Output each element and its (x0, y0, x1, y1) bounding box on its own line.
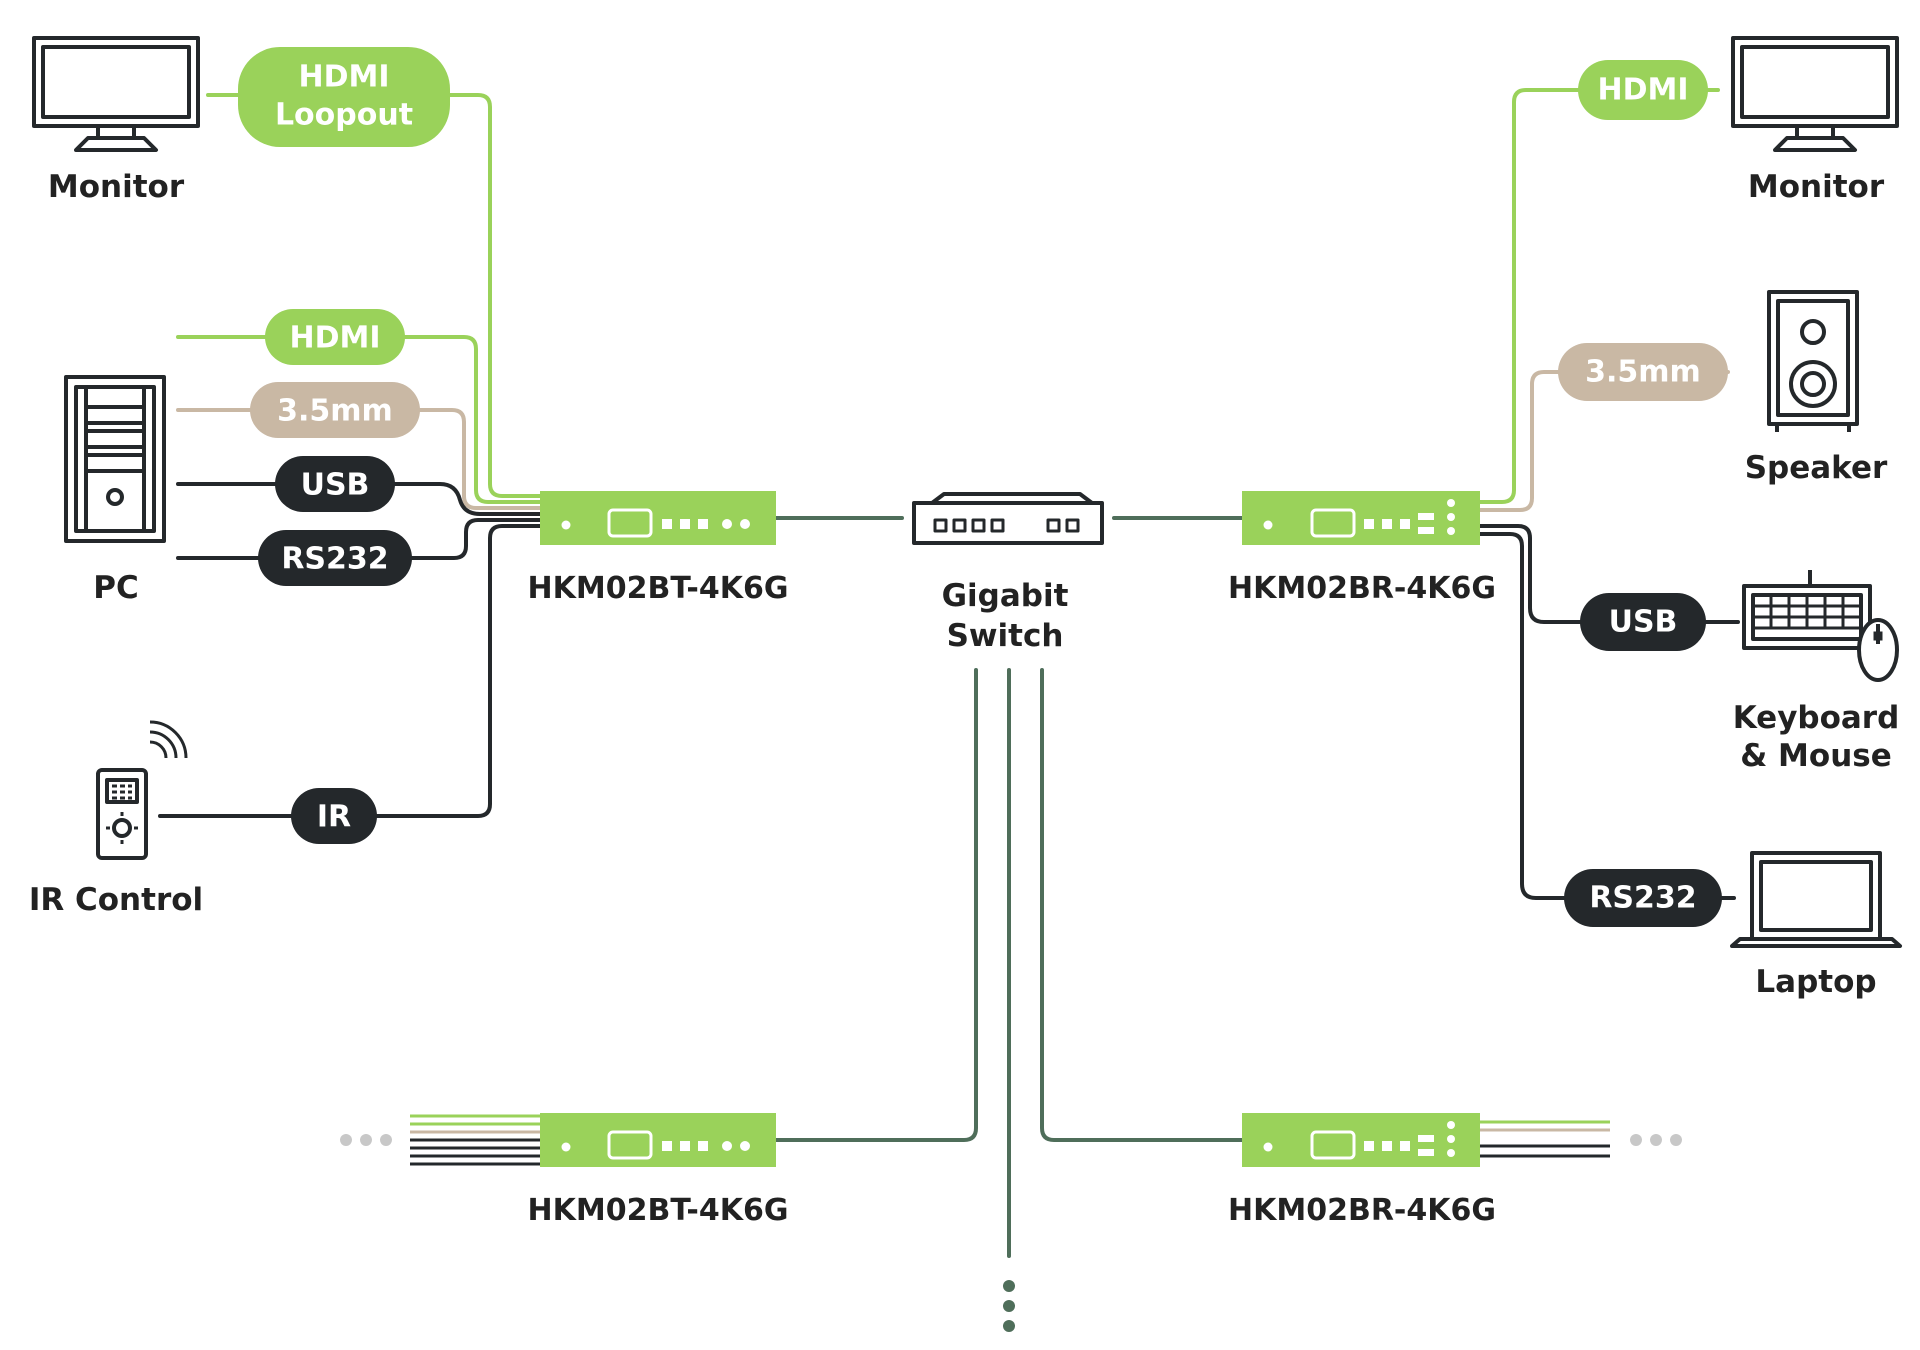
pill-hdmi-loopout-line2: Loopout (275, 98, 413, 133)
pill-hdmi-loopout: HDMI Loopout (238, 47, 450, 147)
keyboard-label-line2: & Mouse (1740, 738, 1892, 774)
switch-label-line2: Switch (947, 618, 1064, 654)
pill-audio-in: 3.5mm (250, 382, 420, 438)
device-receiver-bottom (1242, 1113, 1480, 1167)
pill-usb-out-label: USB (1609, 605, 1678, 640)
laptop-icon (1730, 851, 1902, 948)
laptop-label: Laptop (1755, 964, 1876, 1000)
pill-hdmi-out-label: HDMI (1597, 73, 1688, 108)
pill-hdmi-loopout-line1: HDMI (298, 60, 389, 95)
switch-label-line1: Gigabit (942, 578, 1069, 614)
continuation-dots-bottom (1003, 1280, 1015, 1332)
pill-rs232-in-label: RS232 (281, 542, 388, 577)
cable-usb-in (176, 482, 542, 516)
right-monitor-label: Monitor (1748, 169, 1885, 205)
speaker-label: Speaker (1745, 450, 1888, 486)
pill-audio-in-label: 3.5mm (277, 394, 393, 429)
device-transmitter-bottom (540, 1113, 776, 1167)
device-transmitter-top (540, 491, 776, 545)
pill-rs232-in: RS232 (258, 530, 412, 586)
left-monitor-label: Monitor (48, 169, 185, 205)
cable-hdmi-in (176, 335, 542, 504)
receiver-bottom-label: HKM02BR-4K6G (1228, 1193, 1496, 1228)
pill-audio-out-label: 3.5mm (1585, 355, 1701, 390)
pc-label: PC (93, 570, 138, 606)
pill-ir-in-label: IR (317, 800, 351, 835)
device-receiver-top (1242, 491, 1480, 545)
cable-audio-out (1478, 370, 1730, 512)
transmitter-top-label: HKM02BT-4K6G (528, 571, 789, 606)
pill-hdmi-out: HDMI (1578, 60, 1708, 120)
cable-usb-out (1478, 524, 1740, 624)
transmitter-bottom-label: HKM02BT-4K6G (528, 1193, 789, 1228)
continuation-dots-left (340, 1134, 392, 1146)
monitor-icon (32, 36, 200, 152)
ir-remote-icon (96, 720, 188, 860)
network-switch-icon (912, 492, 1104, 545)
cable-stubs-left (410, 1114, 540, 1166)
ir-control-label: IR Control (29, 882, 203, 918)
keyboard-label-line1: Keyboard (1733, 700, 1900, 736)
cable-rs232-out (1478, 532, 1736, 900)
pill-hdmi-in: HDMI (265, 309, 405, 365)
pc-tower-icon (64, 375, 166, 543)
continuation-dots-right (1630, 1134, 1682, 1146)
cable-stubs-right (1480, 1120, 1610, 1158)
cable-audio-in (176, 408, 542, 510)
monitor-icon (1731, 36, 1899, 152)
pill-rs232-out: RS232 (1564, 869, 1722, 927)
cable-ir-in (158, 524, 542, 818)
keyboard-icon (1742, 570, 1872, 650)
cable-hdmi-loopout (206, 93, 542, 498)
cable-rs232-in (176, 518, 542, 560)
pill-audio-out: 3.5mm (1558, 343, 1728, 401)
cable-network-tx-bottom (774, 668, 978, 1142)
pill-ir-in: IR (291, 788, 377, 844)
cable-network-rx-bottom (1040, 668, 1244, 1142)
cable-hdmi-out (1478, 88, 1720, 504)
pill-rs232-out-label: RS232 (1589, 881, 1696, 916)
receiver-top-label: HKM02BR-4K6G (1228, 571, 1496, 606)
cables (158, 88, 1740, 1258)
pill-usb-in: USB (275, 456, 395, 512)
pill-usb-out: USB (1580, 593, 1706, 651)
speaker-icon (1767, 290, 1859, 432)
pill-hdmi-in-label: HDMI (289, 321, 380, 356)
pill-usb-in-label: USB (301, 468, 370, 503)
mouse-icon (1857, 618, 1899, 682)
